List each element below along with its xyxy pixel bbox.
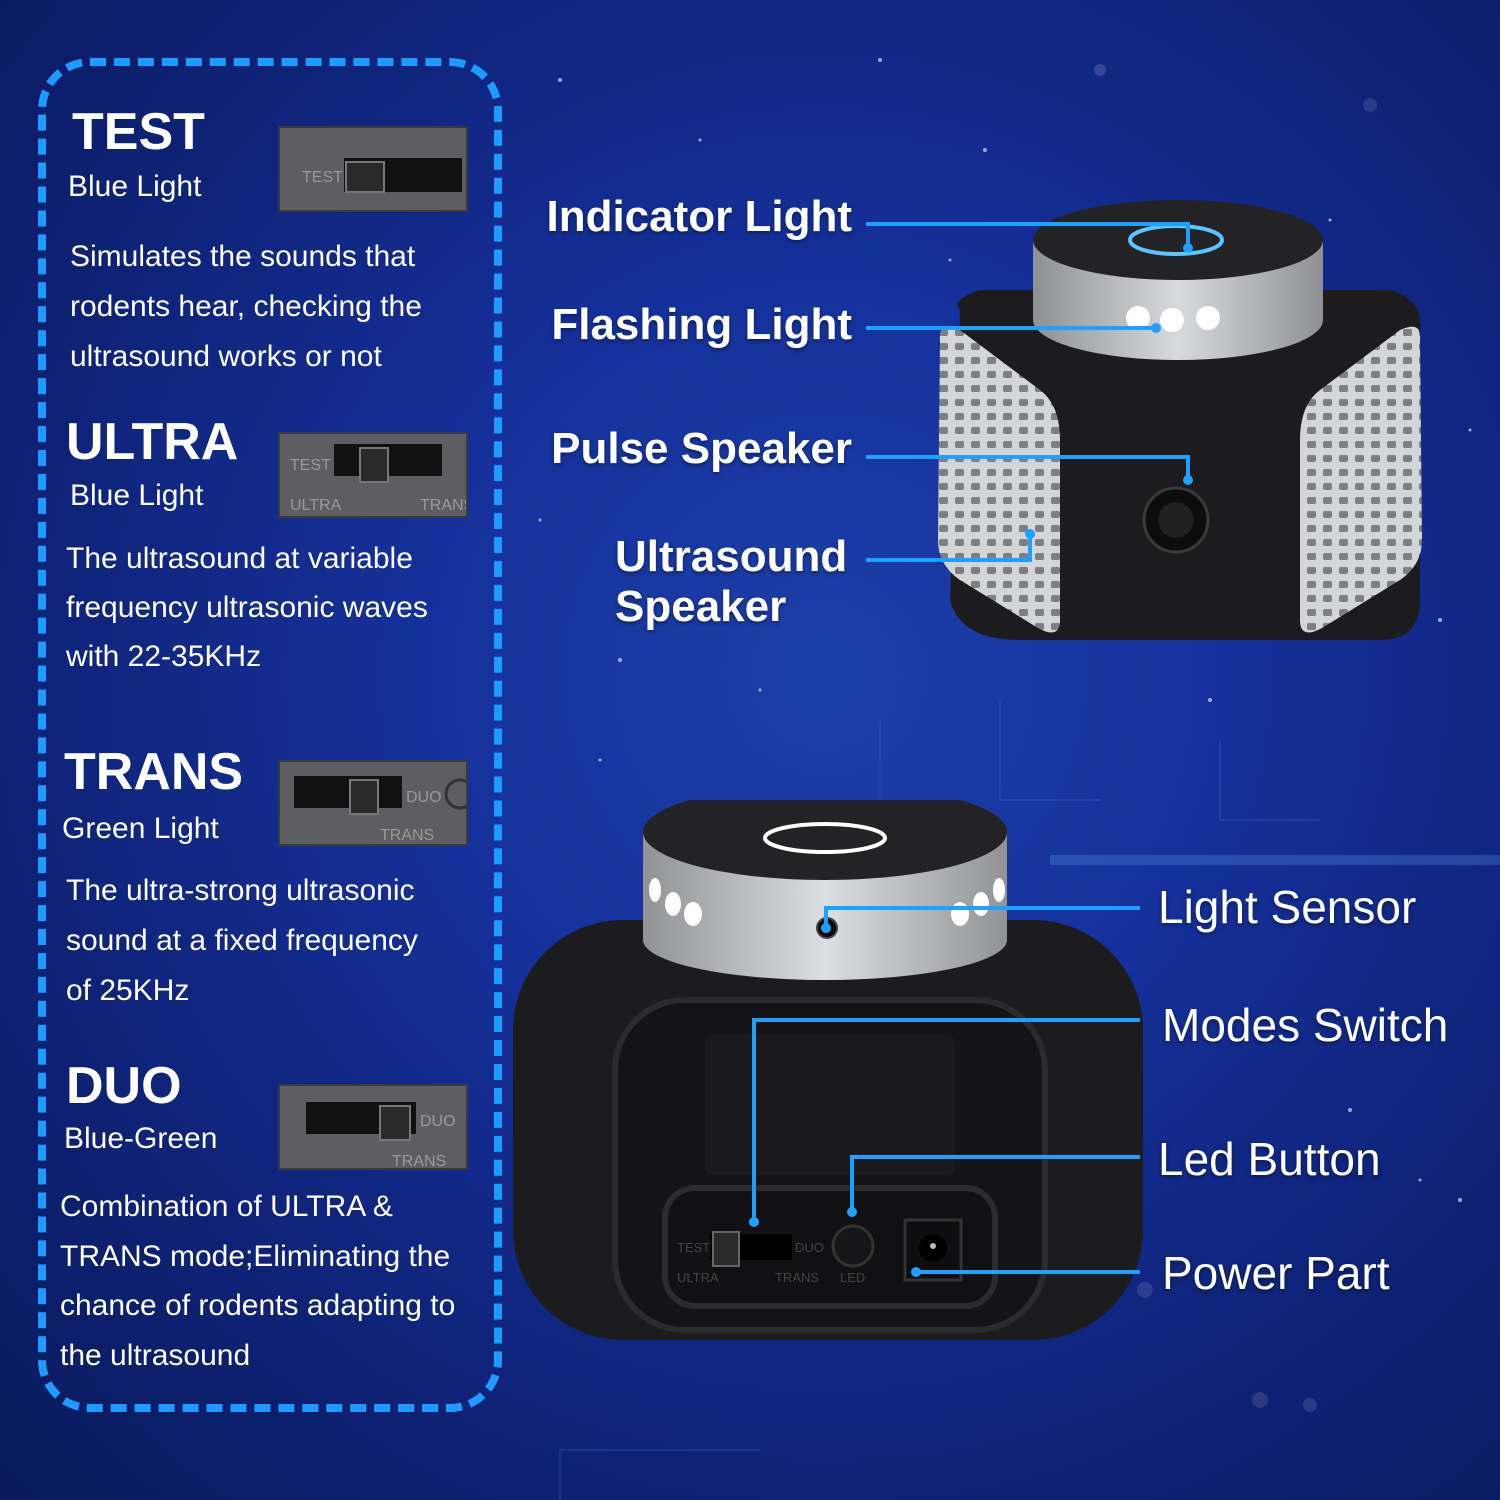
- mode-description-ultra: The ultrasound at variable frequency ult…: [66, 542, 428, 673]
- mode-light-ultra: Blue Light: [70, 479, 204, 512]
- mode-title-test: TEST: [72, 103, 205, 161]
- switch-image-test: TEST: [278, 126, 468, 212]
- switch-label-trans: TRANS: [420, 497, 466, 514]
- switch-label-duo: DUO: [406, 789, 442, 806]
- device-switch-label-test: TEST: [677, 1240, 710, 1255]
- callout-modes-switch: Modes Switch: [1162, 999, 1449, 1051]
- mode-description-test: Simulates the sounds that rodents hear, …: [70, 240, 422, 373]
- switch-graphic: TEST ULTRA TRANS: [290, 444, 474, 514]
- mode-light-trans: Green Light: [62, 812, 219, 845]
- callout-led-button: Led Button: [1158, 1133, 1381, 1185]
- switch-graphic: DUO TRANS: [306, 1102, 456, 1170]
- mode-description-trans: The ultra-strong ultrasonic sound at a f…: [66, 874, 418, 1007]
- switch-label-trans: TRANS: [392, 1153, 446, 1168]
- device-switch-label-duo: DUO: [795, 1240, 824, 1255]
- switch-graphic: TEST: [302, 158, 462, 193]
- modes-panel: [38, 58, 502, 1412]
- callout-flashing-light: Flashing Light: [551, 300, 852, 349]
- switch-label-ultra: ULTRA: [290, 497, 342, 514]
- switch-image-duo: DUO TRANS: [278, 1084, 468, 1170]
- switch-image-ultra: TEST ULTRA TRANS: [278, 432, 474, 518]
- callout-pulse-speaker: Pulse Speaker: [551, 424, 852, 473]
- switch-label-test: TEST: [302, 169, 343, 186]
- mode-light-test: Blue Light: [68, 170, 202, 203]
- callout-light-sensor: Light Sensor: [1158, 881, 1417, 933]
- switch-graphic: DUO TRANS: [294, 776, 476, 844]
- device-switch-label-led: LED: [840, 1270, 865, 1285]
- callout-indicator-light: Indicator Light: [546, 192, 852, 241]
- device-switch-label-ultra: ULTRA: [677, 1270, 719, 1285]
- switch-image-trans: DUO TRANS: [278, 760, 476, 846]
- mode-description-duo: Combination of ULTRA & TRANS mode;Elimin…: [60, 1190, 456, 1372]
- mode-title-trans: TRANS: [64, 743, 244, 801]
- callout-power-part: Power Part: [1162, 1247, 1390, 1299]
- device-switch-label-trans: TRANS: [775, 1270, 819, 1285]
- callout-ultrasound-speaker: Ultrasound Speaker: [615, 532, 848, 631]
- bottom-device-image: TEST DUO ULTRA TRANS LED: [513, 800, 1143, 1340]
- top-device-image: [938, 200, 1422, 640]
- mode-title-ultra: ULTRA: [66, 413, 239, 471]
- switch-label-test: TEST: [290, 457, 331, 474]
- switch-label-trans: TRANS: [380, 827, 434, 844]
- mode-light-duo: Blue-Green: [64, 1122, 218, 1155]
- mode-title-duo: DUO: [66, 1057, 182, 1115]
- switch-label-duo: DUO: [420, 1113, 456, 1130]
